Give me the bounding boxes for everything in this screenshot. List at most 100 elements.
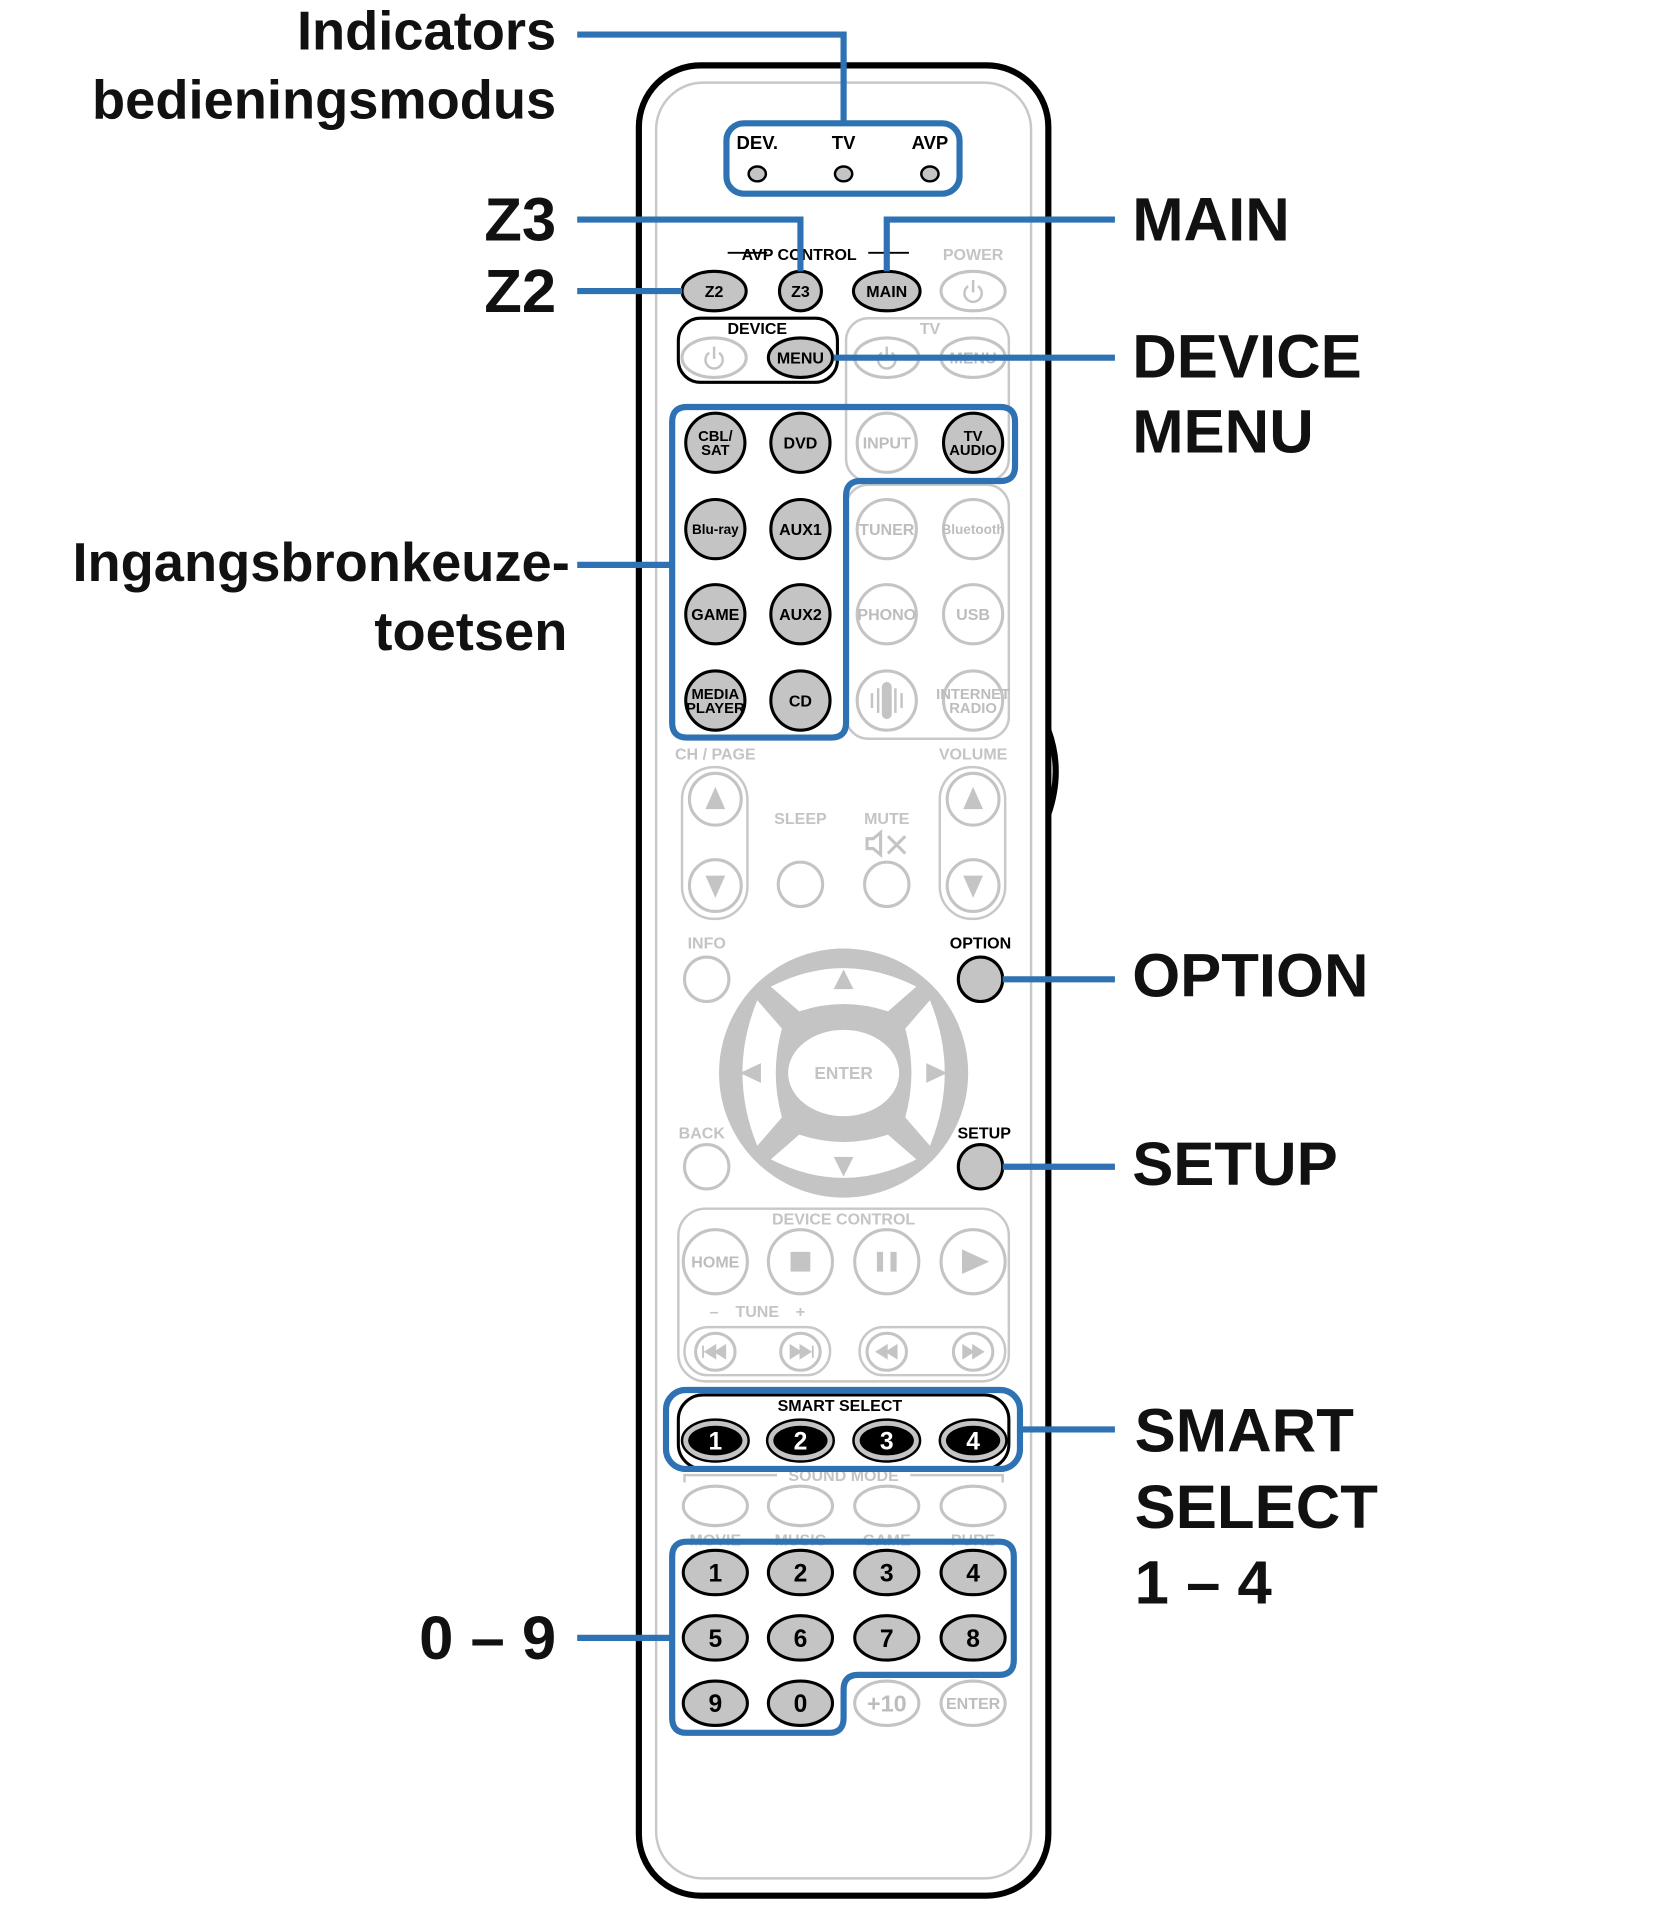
rewind-icon — [875, 1343, 898, 1360]
back-label: BACK — [679, 1124, 726, 1142]
number-8-button[interactable]: 8 — [939, 1614, 1007, 1662]
dpad-right[interactable] — [905, 1000, 945, 1146]
heos-icon-center — [881, 682, 892, 720]
ch-page-rocker[interactable] — [680, 765, 749, 921]
number-3-button-face — [853, 1548, 921, 1597]
tuner-button-label: TUNER — [859, 521, 915, 539]
enter-button[interactable] — [788, 1029, 900, 1117]
number-plus10-button[interactable]: +10 — [853, 1679, 921, 1727]
smart-select-4-button-label: 4 — [966, 1428, 980, 1455]
back-button-face — [682, 1143, 731, 1191]
mute-button-face — [863, 860, 911, 909]
pause-button-face — [853, 1228, 921, 1296]
number-5-button[interactable]: 5 — [681, 1614, 749, 1662]
cd-button[interactable]: CD — [769, 669, 832, 732]
callout-smart-select-2: SELECT — [1135, 1473, 1378, 1542]
dpad-up[interactable] — [770, 968, 917, 1012]
number-8-button-label: 8 — [966, 1626, 980, 1653]
number-0-button[interactable]: 0 — [766, 1679, 835, 1727]
smart-select-1-button[interactable]: 1 — [680, 1418, 750, 1463]
back-button[interactable] — [682, 1143, 731, 1191]
smart-select-4-button-face — [945, 1425, 1001, 1456]
device-control-outline — [677, 1207, 1011, 1383]
usb-button-face — [941, 583, 1005, 646]
dpad-left[interactable] — [742, 1000, 782, 1146]
bluetooth-button[interactable]: Bluetooth — [941, 497, 1005, 561]
number-6-button[interactable]: 6 — [766, 1614, 835, 1662]
z2-button[interactable]: Z2 — [680, 269, 748, 313]
usb-button[interactable]: USB — [941, 583, 1005, 646]
number-9-button[interactable]: 9 — [681, 1679, 749, 1727]
sound-mode-pure-button[interactable] — [939, 1484, 1007, 1528]
phono-button[interactable]: PHONO — [855, 583, 918, 646]
indicator-tv-led — [833, 165, 854, 183]
sound-mode-game-button[interactable] — [853, 1484, 921, 1528]
media-player-button-label: PLAYER — [686, 701, 745, 717]
dvd-button[interactable]: DVD — [769, 411, 832, 474]
tune-plus-label: + — [796, 1303, 805, 1321]
setup-button[interactable] — [956, 1143, 1005, 1191]
number-3-button[interactable]: 3 — [853, 1548, 921, 1597]
z3-button[interactable]: Z3 — [777, 269, 823, 313]
smart-select-3-button[interactable]: 3 — [852, 1418, 922, 1463]
setup-label: SETUP — [957, 1124, 1011, 1142]
number-4-button[interactable]: 4 — [939, 1548, 1007, 1597]
sound-mode-movie-button[interactable] — [681, 1484, 749, 1528]
tuner-button[interactable]: TUNER — [855, 497, 918, 561]
cd-button-label: CD — [789, 692, 812, 710]
main-button[interactable]: MAIN — [851, 269, 922, 313]
option-button[interactable] — [956, 955, 1005, 1004]
blu-ray-button-face — [684, 497, 747, 561]
dpad[interactable]: ENTER — [719, 948, 969, 1198]
blu-ray-button[interactable]: Blu-ray — [684, 497, 747, 561]
input-button-label: INPUT — [863, 435, 911, 453]
callout-smart-select-3: 1 – 4 — [1135, 1548, 1272, 1617]
number-enter-button-label: ENTER — [946, 1695, 1001, 1713]
number-enter-button-face — [939, 1679, 1007, 1727]
internet-radio-button-label: INTERNET — [936, 687, 1010, 703]
input-button-face — [855, 411, 918, 474]
cbl-sat-button[interactable]: CBL/SAT — [684, 411, 747, 474]
number-enter-button[interactable]: ENTER — [939, 1679, 1007, 1727]
volume-rocker[interactable] — [938, 765, 1007, 921]
device-menu-button[interactable]: MENU — [766, 336, 835, 379]
cbl-sat-button-label: SAT — [701, 443, 730, 459]
aux1-button[interactable]: AUX1 — [769, 497, 832, 561]
tv-audio-button-label: TV — [964, 429, 983, 445]
callout-device-menu-1: DEVICE — [1132, 322, 1362, 391]
cbl-sat-button-face — [684, 411, 747, 474]
media-player-button-label: MEDIA — [691, 687, 739, 703]
smart-select-1-button-face — [688, 1425, 743, 1456]
game-button-label: GAME — [691, 606, 739, 624]
number-7-button[interactable]: 7 — [853, 1614, 921, 1662]
callout-inputs-1: Ingangsbronkeuze- — [72, 533, 569, 593]
sleep-button-face — [776, 860, 825, 909]
dpad-down[interactable] — [770, 1134, 917, 1178]
smart-select-4-button[interactable]: 4 — [938, 1418, 1008, 1463]
sound-mode-music-button[interactable] — [766, 1484, 835, 1528]
sleep-button[interactable] — [776, 860, 825, 909]
volume-up-arrow-icon — [963, 786, 983, 810]
smart-select-2-button[interactable]: 2 — [765, 1418, 835, 1463]
input-button[interactable]: INPUT — [855, 411, 918, 474]
info-button[interactable] — [682, 955, 731, 1004]
sound-mode-bracket — [683, 1473, 1004, 1483]
aux2-button[interactable]: AUX2 — [769, 583, 832, 646]
number-2-button[interactable]: 2 — [766, 1548, 835, 1597]
option-label: OPTION — [950, 934, 1011, 952]
aux2-button-face — [769, 583, 832, 646]
ch-down-arrow-icon — [705, 875, 726, 898]
mute-button[interactable] — [863, 860, 911, 909]
game-button[interactable]: GAME — [684, 583, 747, 646]
tv-group-label: TV — [920, 320, 941, 338]
number-1-button[interactable]: 1 — [681, 1548, 749, 1597]
pause-button[interactable] — [853, 1228, 921, 1296]
number-0-button-label: 0 — [794, 1691, 808, 1718]
dvd-button-face — [769, 411, 832, 474]
number-6-button-face — [766, 1614, 835, 1662]
home-button[interactable]: HOME — [681, 1228, 749, 1296]
